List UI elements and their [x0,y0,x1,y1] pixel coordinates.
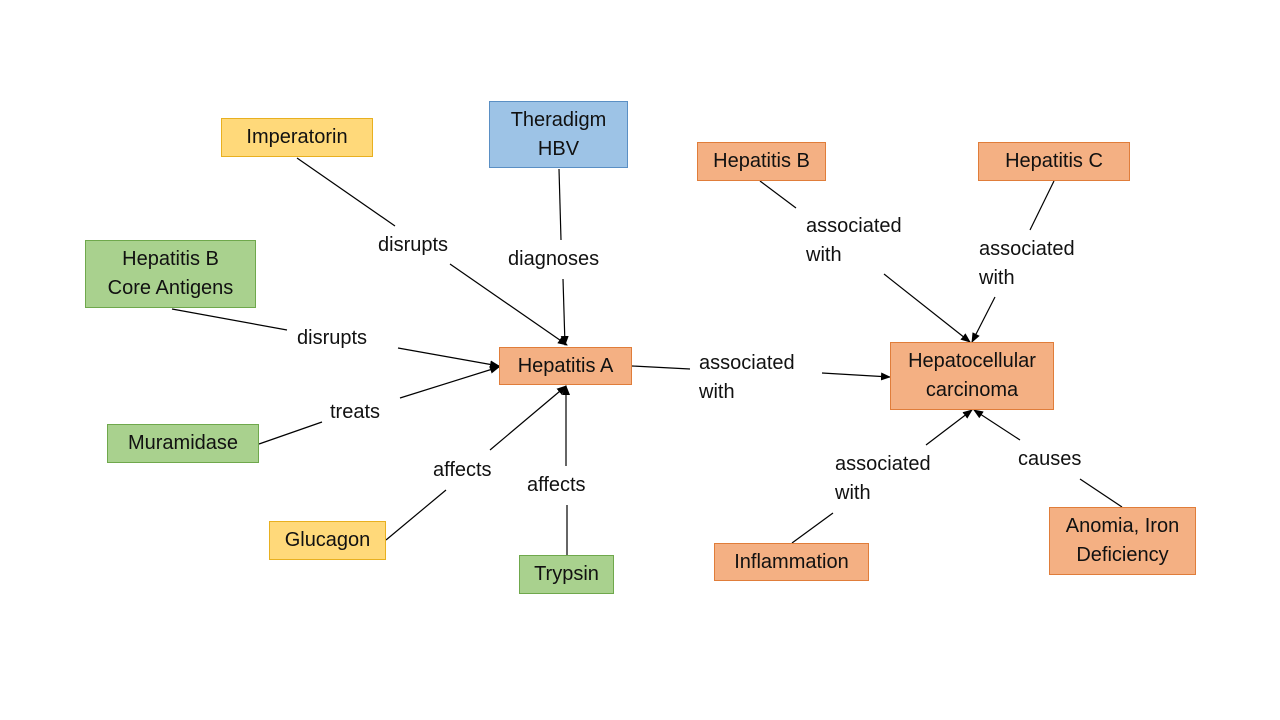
edge-hepb-line-a [759,180,797,209]
node-hepatitis-c: Hepatitis C [978,142,1130,181]
edge-label-muramidase-treats: treats [328,398,383,427]
edge-inflammation-line-a [791,512,834,544]
edge-inflammation-line-b [925,409,973,446]
node-hepatitis-b-core-antigens: Hepatitis B Core Antigens [85,240,256,308]
edge-core-line-b [397,347,500,369]
node-glucagon: Glucagon [269,521,386,560]
edge-label-hepa-associated: associated with [697,349,797,407]
edge-theradigm-line-a [558,168,562,241]
edge-imperatorin-line-a [296,157,396,227]
edge-hepb-line-b [883,273,971,343]
edge-theradigm-line-b [560,278,569,346]
node-hepatitis-b: Hepatitis B [697,142,826,181]
edge-hepc-line-b [971,296,996,343]
edge-label-anomia-causes: causes [1016,445,1084,474]
edge-glucagon-line-b [489,385,567,451]
edge-label-glucagon-affects: affects [431,456,494,485]
node-theradigm-hbv: Theradigm HBV [489,101,628,168]
node-hepatitis-a: Hepatitis A [499,347,632,385]
node-anomia-iron-deficiency: Anomia, Iron Deficiency [1049,507,1196,575]
node-muramidase: Muramidase [107,424,259,463]
edge-anomia-line-b [973,409,1021,441]
edge-label-trypsin-affects: affects [525,471,588,500]
edge-muramidase-line-b [399,365,500,399]
edge-hepa-line-a [631,365,691,370]
node-trypsin: Trypsin [519,555,614,594]
node-hepatocellular-carcinoma: Hepatocellular carcinoma [890,342,1054,410]
edge-core-line-a [171,308,288,331]
edge-label-hepc-associated: associated with [977,235,1077,293]
edge-imperatorin-line-b [449,263,568,346]
edge-anomia-line-a [1079,478,1123,508]
edge-label-core-disrupts: disrupts [295,324,370,353]
edge-label-imperatorin-disrupts: disrupts [376,231,451,260]
edge-label-inflammation-associated: associated with [833,450,933,508]
node-imperatorin: Imperatorin [221,118,373,157]
edge-hepc-line-a [1029,180,1055,231]
edge-muramidase-line-a [258,421,323,445]
edge-label-hepb-associated: associated with [804,212,904,270]
edge-hepa-line-b [821,372,891,381]
edge-label-theradigm-diagnoses: diagnoses [506,245,602,274]
edge-glucagon-line-a [385,489,447,541]
node-inflammation: Inflammation [714,543,869,581]
